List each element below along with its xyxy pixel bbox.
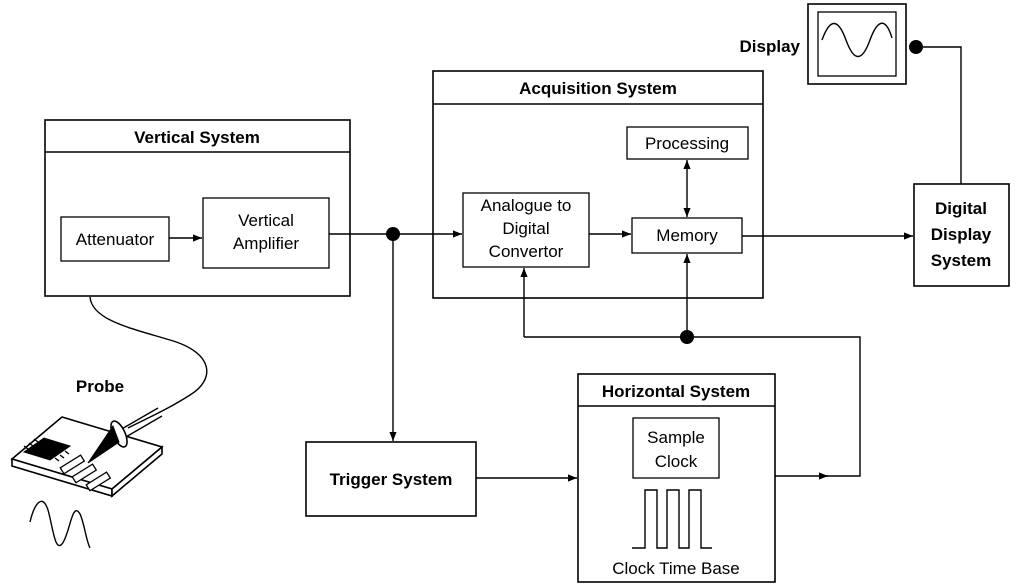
square-wave-icon	[632, 489, 712, 549]
clock-time-base-label: Clock Time Base	[612, 559, 740, 578]
probe-cable	[89, 296, 208, 429]
probe-label: Probe	[76, 377, 124, 396]
probe-icon	[87, 407, 163, 464]
digital-display-system-block: Digital Display System	[913, 183, 1010, 287]
junction-dot	[386, 227, 400, 241]
trigger-system-label: Trigger System	[330, 470, 453, 489]
junction-dot	[909, 40, 923, 54]
processing-label: Processing	[645, 134, 729, 153]
waveform-icon	[29, 500, 91, 549]
sample-clock-label-line1: Sample	[647, 428, 705, 447]
probe-assembly: Probe	[10, 296, 208, 549]
trigger-system-block: Trigger System	[305, 441, 477, 517]
vertical-system-block: Vertical System Attenuator Vertical Ampl…	[44, 119, 351, 297]
junction-dot	[680, 330, 694, 344]
attenuator-label: Attenuator	[76, 230, 155, 249]
display-block: Display	[740, 3, 907, 85]
signal-connections	[169, 40, 962, 482]
digital-display-system-line3: System	[931, 251, 991, 270]
adc-label-line2: Digital	[502, 219, 549, 238]
vertical-system-title: Vertical System	[134, 128, 260, 147]
acquisition-system-title: Acquisition System	[519, 79, 677, 98]
sine-wave-icon	[821, 22, 893, 58]
adc-label-line3: Convertor	[489, 242, 564, 261]
adc-label-line1: Analogue to	[481, 196, 572, 215]
digital-display-system-line2: Display	[931, 225, 992, 244]
vertical-amplifier-label-line1: Vertical	[238, 211, 294, 230]
memory-label: Memory	[656, 226, 718, 245]
display-label: Display	[740, 37, 801, 56]
vertical-amplifier-label-line2: Amplifier	[233, 234, 299, 253]
digital-display-system-line1: Digital	[935, 199, 987, 218]
acquisition-system-block: Acquisition System Processing Analogue t…	[432, 70, 764, 299]
horizontal-system-block: Horizontal System Sample Clock Clock Tim…	[577, 373, 776, 583]
horizontal-system-title: Horizontal System	[602, 382, 750, 401]
sample-clock-label-line2: Clock	[655, 452, 698, 471]
circuit-board-icon	[10, 416, 164, 498]
